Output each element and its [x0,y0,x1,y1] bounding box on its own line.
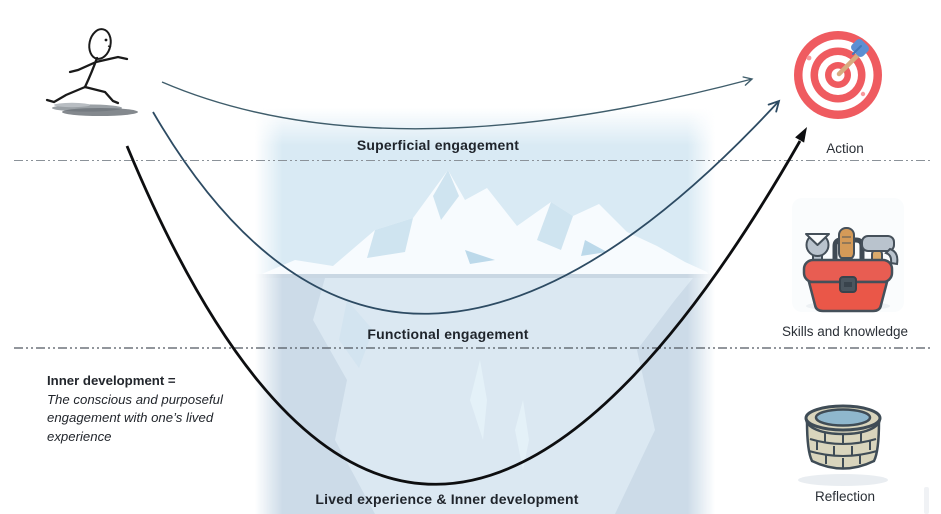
well-icon [798,404,888,486]
functional-arrowhead [767,99,781,113]
note-heading: Inner development = [47,373,176,388]
runner-mouth [107,45,112,48]
mountain-facet [581,240,607,256]
iceberg-artwork [255,108,715,514]
well-bricks [808,432,878,468]
toolbox-body [807,280,889,313]
runner-body [45,28,129,105]
mountain-facet [465,250,495,264]
runner-icon [45,28,138,116]
runner-shadow [62,108,138,116]
target-speckle [860,91,866,97]
superficial-arrowhead [742,76,754,86]
dart-shaft [836,51,862,77]
superficial-curve [161,78,753,130]
ice-streak [470,360,487,440]
functional-curve [152,100,780,315]
target-speckle [806,55,812,61]
lived-experience-label: Lived experience & Inner development [315,491,579,507]
dart-fletching-edge [852,45,862,55]
runner-eye [104,38,108,42]
action-label: Action [826,141,864,156]
note-line: The conscious and purposeful [47,391,223,407]
lived-experience-curve [125,140,802,486]
reflection-label: Reflection [814,489,876,504]
mountain-facet [537,202,573,250]
ice-streak [339,300,373,368]
skills-knowledge-label: Skills and knowledge [781,324,909,339]
iceberg-image [255,108,715,514]
iceberg-below-water [313,278,693,514]
superficial-engagement-label: Superficial engagement [356,137,520,153]
scrollbar-artifact [924,487,929,514]
mountain-facet [367,218,413,258]
well-shadow [798,474,888,486]
target-icon [794,31,882,119]
note-line: experience [47,428,112,444]
functional-engagement-label: Functional engagement [367,326,529,342]
waterline [255,274,715,281]
ice-streak [515,400,529,470]
toolbox-latch-slot [844,282,852,287]
runner-shadow [54,102,90,108]
inner-development-note: Inner development = The conscious and pu… [47,372,267,446]
lived-experience-arrowhead [795,127,807,143]
note-line: engagement with one’s lived [47,410,214,426]
well-water [814,408,872,427]
mountain-facet [433,170,459,220]
toolbox-icon [792,198,904,313]
